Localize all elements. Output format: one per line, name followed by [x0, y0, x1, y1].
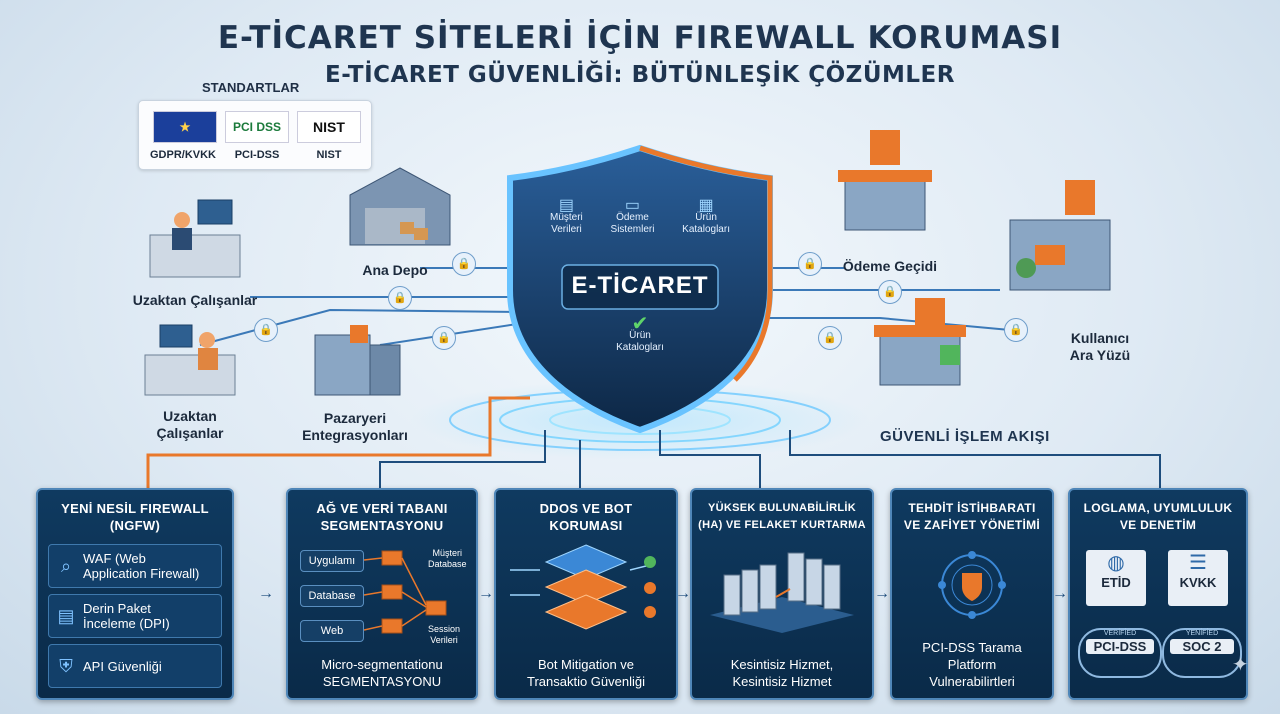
badge-pci-dss: VERİFİED PCI-DSS	[1078, 628, 1162, 678]
segment-app: Uygulamı	[300, 550, 364, 572]
sparkle-icon: ✦	[1232, 654, 1249, 676]
warehouse-label: Ana Depo	[362, 262, 428, 278]
standard-name-nist: NIST	[316, 149, 342, 161]
ddos-layers-art	[510, 544, 656, 630]
doc-kvkk: ☰ KVKK	[1168, 550, 1228, 606]
shield-item-product-catalogs: ▦ Ürün Katalogları	[682, 197, 730, 236]
lock-icon: 🔒	[798, 252, 822, 276]
lock-icon: 🔒	[388, 286, 412, 310]
store-art	[874, 298, 966, 386]
threat-radar-art	[938, 551, 1006, 619]
eu-flag-icon: ★	[153, 111, 217, 143]
flow-label: GÜVENLİ İŞLEM AKIŞI	[880, 428, 1050, 445]
grid-icon: ▦	[698, 197, 714, 214]
marketplace-label: Pazaryeri Entegrasyonları	[302, 410, 408, 443]
globe-icon: ◍	[1107, 552, 1125, 574]
arrow-right-icon: →	[874, 585, 890, 602]
card-icon: ▭	[624, 197, 641, 214]
payment-gateway-art	[838, 130, 932, 231]
warehouse-art	[349, 167, 451, 246]
shield-icon: ⛨	[59, 655, 73, 676]
check-shield-icon: ✔	[631, 313, 649, 335]
segment-web: Web	[300, 620, 364, 642]
lock-icon: 🔒	[432, 326, 456, 350]
segment-database: Database	[300, 585, 364, 607]
lock-icon: 🔒	[254, 318, 278, 342]
nist-logo: NIST	[297, 111, 361, 143]
server-racks-art	[710, 552, 854, 633]
page-subtitle: E-TİCARET GÜVENLİĞİ: BÜTÜNLEŞİK ÇÖZÜMLER	[325, 62, 955, 88]
panel-logging: LOGLAMA, UYUMLULUK VE DENETİM ◍ ETİD ☰ K…	[1068, 488, 1248, 700]
user-interface-art	[1009, 180, 1111, 291]
shield-item-payment-systems: ▭ Ödeme Sistemleri	[610, 197, 655, 236]
lock-icon: 🔒	[1004, 318, 1028, 342]
badge-soc2: YENİFİED SOC 2	[1162, 628, 1242, 678]
segmentation-flow-art	[364, 550, 447, 634]
checklist-icon: ☰	[1189, 552, 1207, 574]
arrow-right-icon: →	[1052, 585, 1068, 602]
remote-workers-label-1: Uzaktan Çalışanlar	[132, 292, 258, 308]
feature-api: ⛨ API Güvenliği	[48, 644, 222, 688]
payment-gateway-label: Ödeme Geçidi	[842, 258, 938, 274]
panel-segmentation: AĞ VE VERİ TABANI SEGMENTASYONU Uygulamı…	[286, 488, 478, 700]
panel-title: YENİ NESİL FIREWALL (NGFW)	[61, 501, 209, 533]
packet-icon: ▤	[57, 605, 75, 626]
user-interface-label: Kullanıcı Ara Yüzü	[1069, 330, 1131, 363]
standards-label: STANDARTLAR	[202, 80, 300, 95]
shield-items: ▤ Müşteri Verileri ▭ Ödeme Sistemleri ▦ …	[550, 197, 730, 236]
search-wave-icon: ⌕	[60, 555, 72, 576]
remote-worker-1-art	[149, 199, 241, 278]
lock-icon: 🔒	[452, 252, 476, 276]
standard-name-pci: PCI-DSS	[234, 149, 280, 161]
panel-threat-intel: TEHDİT İSTİHBARATI VE ZAFİYET YÖNETİMİ P…	[890, 488, 1054, 700]
shield-label: E-TİCARET	[571, 272, 709, 299]
remote-workers-label-2: Uzaktan Çalışanlar	[156, 408, 224, 441]
pci-dss-logo: PCI DSS	[225, 111, 289, 143]
document-icon: ▤	[558, 197, 574, 214]
arrow-right-icon: →	[258, 585, 274, 602]
lock-icon: 🔒	[878, 280, 902, 304]
shield-bottom-item: ✔ Ürün Katalogları	[600, 313, 680, 354]
lock-icon: 🔒	[818, 326, 842, 350]
arrow-right-icon: →	[675, 585, 691, 602]
panel-ha: YÜKSEK BULUNABİLİRLİK (HA) VE FELAKET KU…	[690, 488, 874, 700]
remote-worker-2-art	[144, 324, 236, 396]
page-title: E-TİCARET SİTELERİ İÇİN FIREWALL KORUMAS…	[217, 20, 1063, 56]
standard-name-gdpr: GDPR/KVKK	[149, 149, 216, 161]
shield-item-customer-data: ▤ Müşteri Verileri	[550, 197, 583, 236]
marketplace-art	[314, 325, 401, 396]
main-shield-shape	[507, 144, 773, 434]
arrow-right-icon: →	[478, 585, 494, 602]
doc-etid: ◍ ETİD	[1086, 550, 1146, 606]
standards-box: ★ PCI DSS NIST GDPR/KVKK PCI-DSS NIST	[138, 100, 372, 170]
panel-ddos: DDOS VE BOT KORUMASI Bot Mitigation ve T…	[494, 488, 678, 700]
